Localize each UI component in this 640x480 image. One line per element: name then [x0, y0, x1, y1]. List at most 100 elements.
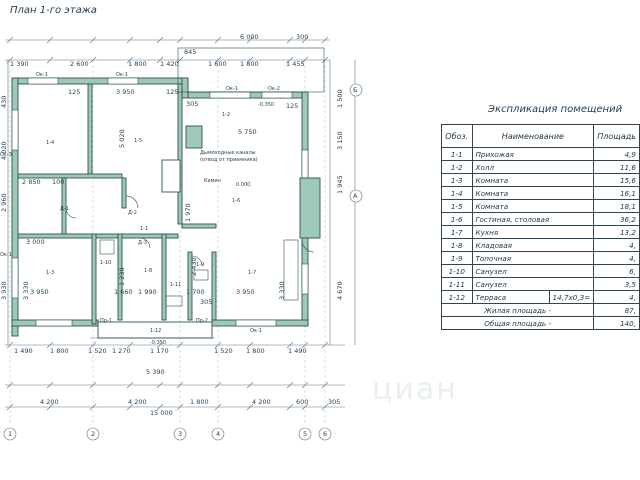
room-code: 1-2 [441, 160, 473, 174]
dimension-tick [214, 36, 222, 44]
room-code: 1-11 [441, 277, 473, 291]
room-name: Топочная [471, 251, 595, 265]
bottom-dim: 305 [328, 398, 341, 406]
top-dim: 1 390 [10, 60, 29, 68]
room-tag: 1-8 [144, 268, 153, 274]
room-name: Комната [471, 173, 595, 187]
bottom-dim: 1 170 [150, 347, 169, 355]
bottom-dim: 1 520 [214, 347, 233, 355]
room-dim: 1 970 [184, 203, 192, 222]
room-dim: 1 660 [114, 288, 133, 296]
dimension-tick [156, 381, 164, 389]
axis-label: 6 [323, 430, 328, 438]
axis-label: 1 [8, 430, 13, 438]
dimension-tick [46, 56, 54, 64]
dimension-tick [246, 56, 254, 64]
bottom-dim: 1 490 [14, 347, 33, 355]
inner-dim: 125 [166, 88, 179, 96]
room-dim: 1 230 [118, 267, 126, 286]
room-area: 15,6 [593, 173, 640, 187]
room-name: Комната [471, 199, 595, 213]
door-tag: Д-2 [128, 210, 137, 216]
room-name: Комната [471, 186, 595, 200]
bottom-dim: 600 [296, 398, 309, 406]
room-area: 4, [593, 238, 640, 252]
bottom-dim: 1 490 [288, 347, 307, 355]
window-tag: Ок-1 [226, 86, 238, 92]
top-dim: 2 600 [70, 60, 89, 68]
room-dim: 305 [200, 298, 213, 306]
room-code: 1-4 [441, 186, 473, 200]
axis-label: 5 [303, 430, 308, 438]
dimension-tick [156, 36, 164, 44]
room-dim: 3 330 [22, 281, 30, 300]
explication-title: Экспликация помещений [488, 104, 623, 115]
right-dim: 1 500 [336, 89, 344, 108]
room-code: 1-9 [441, 251, 473, 265]
room-dim: 2 850 [22, 178, 41, 186]
window-tag: Ок-1 [0, 252, 12, 258]
dimension-tick [6, 36, 14, 44]
inner-dim: 5 750 [238, 128, 257, 136]
chimney-note: Дымоходные каналы [200, 150, 256, 156]
right-dim: 1 945 [336, 175, 344, 194]
left-dim: 430 [0, 95, 8, 108]
room-tag: 1-7 [248, 270, 257, 276]
room-area: 4,9 [593, 147, 640, 161]
top-dim: 1 420 [160, 60, 179, 68]
bottom-dim: 1 800 [190, 398, 209, 406]
room-tag: 1-9 [196, 262, 205, 268]
window-tag: Ок-3 [0, 152, 12, 158]
right-dim: 4 670 [336, 281, 344, 300]
dimension-tick [156, 403, 164, 411]
bottom-dim: 1 800 [246, 347, 265, 355]
door-tag: Пр-1 [100, 318, 112, 324]
bottom-dim: 4 200 [128, 398, 147, 406]
inner-dim: 125 [68, 88, 81, 96]
room-code: 1-5 [441, 199, 473, 213]
room-tag: 1-12 [150, 328, 162, 334]
door-tag: Д-1 [60, 206, 69, 212]
level-mark: -0.350 [150, 340, 167, 346]
room-area: 16,1 [593, 186, 640, 200]
table-header: Обоз. Наименование Площадь [441, 124, 640, 148]
dimension-tick [126, 403, 134, 411]
dimension-tick [46, 381, 54, 389]
room-name: Холл [471, 160, 595, 174]
room-tag: 1-2 [222, 112, 231, 118]
room-tag: 1-6 [232, 198, 241, 204]
room-name: Терраса [471, 290, 550, 304]
room-name: Гостиная, столовая [471, 212, 595, 226]
room-name: Санузел [471, 264, 595, 278]
room-tag: 1-3 [46, 270, 55, 276]
dimension-tick [176, 36, 184, 44]
axis-label: 4 [216, 430, 221, 438]
dimension-tick [286, 403, 294, 411]
dimension-tick [89, 36, 97, 44]
dimension-tick [46, 403, 54, 411]
summary-row: Жилая площадь -87, [440, 303, 640, 317]
dimension-tick [126, 341, 134, 349]
dimension-tick [286, 56, 294, 64]
room-tag: 1-4 [46, 140, 55, 146]
dimension-tick [126, 56, 134, 64]
room-dim: 1 990 [138, 288, 157, 296]
bottom-dim: 1 800 [50, 347, 69, 355]
room-code: 1-12 [441, 290, 473, 304]
room-area: 13,2 [593, 225, 640, 239]
top-dim: 300 [296, 33, 309, 41]
dimension-tick [46, 36, 54, 44]
